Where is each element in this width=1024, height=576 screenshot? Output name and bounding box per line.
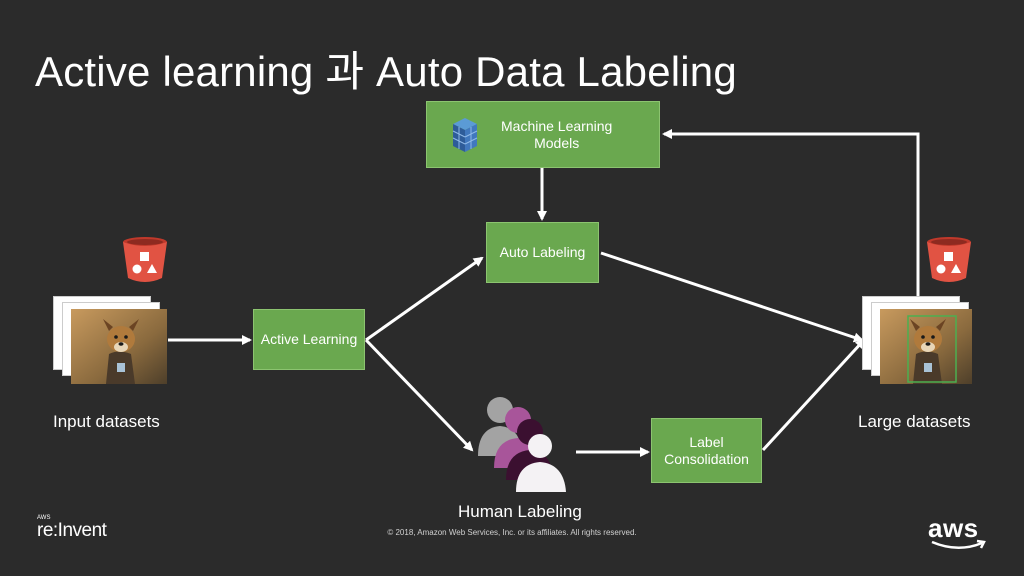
arrow-auto-to-large: [600, 251, 864, 343]
reinvent-logo-small: AWS: [37, 515, 51, 521]
bounding-box: [907, 315, 957, 383]
labeled-dog-photo: [880, 309, 972, 384]
node-ml-models-label: Machine Learning Models: [501, 117, 613, 151]
caption-input-datasets: Input datasets: [53, 412, 160, 431]
reinvent-logo-text: re:Invent: [37, 520, 107, 541]
arrow-active-to-human: [364, 338, 474, 452]
copyright-notice: © 2018, Amazon Web Services, Inc. or its…: [387, 528, 637, 537]
aws-smile-icon: [931, 539, 986, 549]
node-auto-labeling: Auto Labeling: [486, 222, 599, 283]
reinvent-logo: AWS re:Invent: [37, 515, 107, 541]
large-dataset-stack: [862, 296, 977, 386]
node-label-consolidation: Label Consolidation: [651, 418, 762, 483]
s3-bucket-icon: [123, 237, 167, 282]
node-active-learning: Active Learning: [253, 309, 365, 370]
s3-bucket-icon: [927, 237, 971, 282]
node-label-consolidation-label: Label Consolidation: [664, 433, 749, 467]
input-dataset-stack: [53, 296, 168, 386]
node-auto-labeling-label: Auto Labeling: [499, 244, 586, 260]
aws-logo: aws: [928, 515, 992, 555]
node-ml-models: Machine Learning Models: [426, 101, 660, 168]
sagemaker-models-icon: [452, 117, 478, 152]
caption-large-datasets: Large datasets: [858, 412, 971, 431]
dog-photo: [71, 309, 167, 384]
arrow-large-to-models: [662, 129, 920, 297]
caption-human-labeling: Human Labeling: [458, 502, 582, 521]
slide-title: Active learning 과 Auto Data Labeling: [35, 48, 737, 95]
node-active-learning-label: Active Learning: [260, 331, 358, 347]
aws-logo-text: aws: [928, 513, 979, 543]
people-group-icon: [478, 397, 566, 492]
arrow-active-to-auto: [365, 256, 484, 342]
arrow-consolidation-to-large: [761, 338, 866, 452]
